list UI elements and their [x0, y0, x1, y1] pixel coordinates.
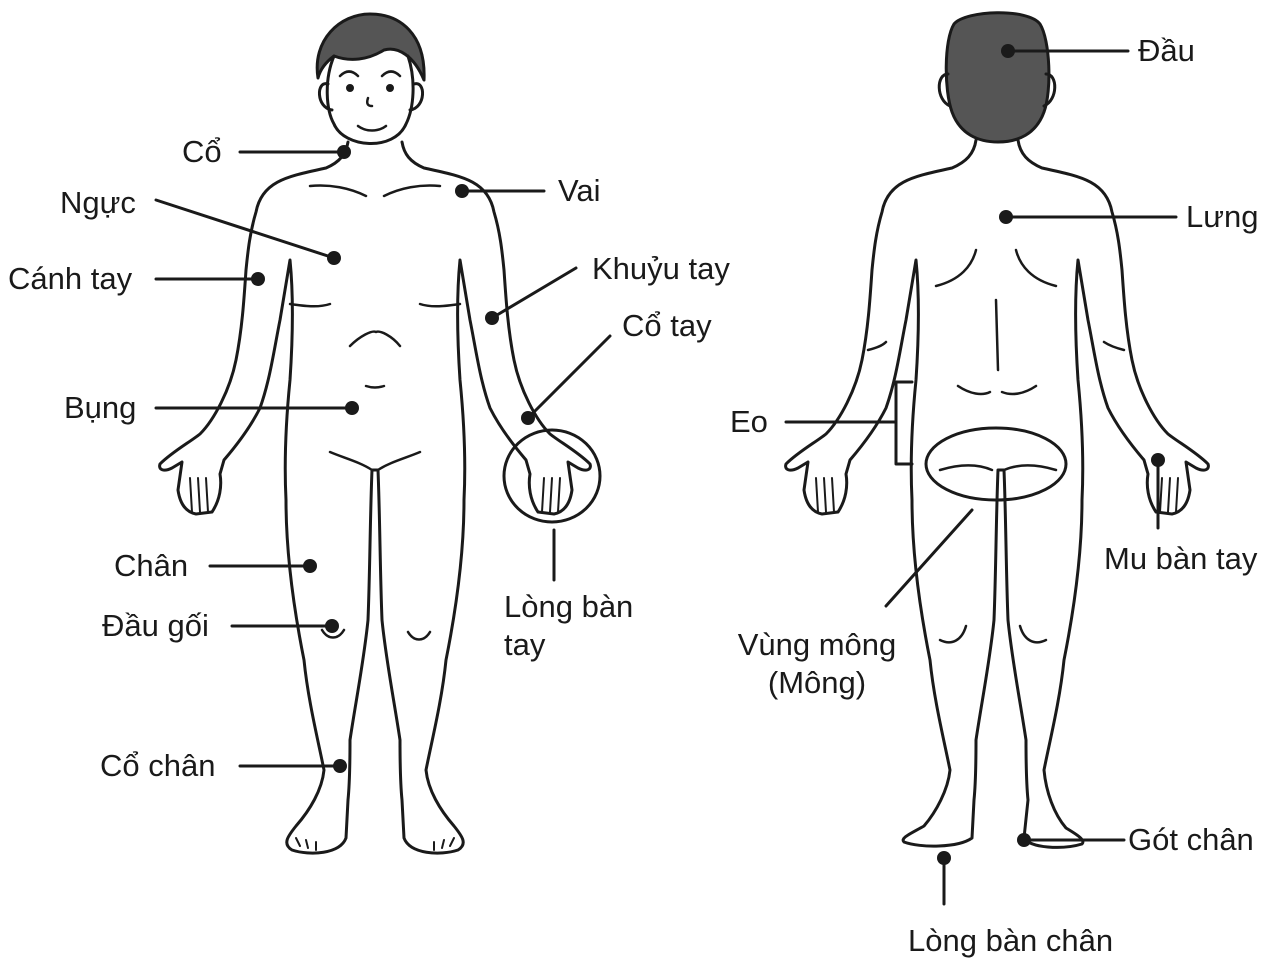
front-pecs: [290, 304, 460, 306]
front-fingers-right: [542, 478, 560, 512]
dot-ankle: [333, 759, 347, 773]
back-spine: [996, 300, 998, 370]
marker-dots: [251, 44, 1165, 865]
label-palm-line2: tay: [504, 626, 545, 664]
front-groin: [330, 452, 420, 470]
front-figure: [160, 14, 600, 853]
label-waist: Eo: [730, 403, 768, 441]
front-toes: [296, 838, 454, 850]
label-knee: Đầu gối: [102, 607, 209, 645]
front-knee-caps: [322, 630, 430, 640]
dot-leg: [303, 559, 317, 573]
front-eye-right: [388, 86, 393, 91]
back-shoulder-blades: [936, 250, 1056, 286]
dot-chest: [327, 251, 341, 265]
dot-head: [1001, 44, 1015, 58]
label-palm-line1: Lòng bàn: [504, 588, 633, 626]
label-shoulder: Vai: [558, 172, 601, 210]
label-chest: Ngực: [60, 184, 136, 222]
front-eye-left: [348, 86, 353, 91]
label-wrist: Cổ tay: [622, 307, 712, 345]
back-fingers-left: [816, 478, 834, 512]
back-head: [946, 13, 1049, 142]
label-neck: Cổ: [182, 133, 222, 171]
waist-bracket: [896, 382, 912, 464]
back-lower-back: [958, 386, 1036, 394]
dot-heel: [1017, 833, 1031, 847]
dot-upper-arm: [251, 272, 265, 286]
dot-sole: [937, 851, 951, 865]
back-fingers-right: [1160, 478, 1178, 512]
label-sole: Lòng bàn chân: [908, 922, 1113, 960]
label-buttocks-line1: Vùng mông: [726, 626, 908, 664]
dot-knee: [325, 619, 339, 633]
dot-back: [999, 210, 1013, 224]
label-upper-arm: Cánh tay: [8, 260, 132, 298]
front-fingers-left: [190, 478, 208, 512]
front-abs: [350, 332, 400, 388]
label-head: Đầu: [1138, 32, 1195, 70]
label-buttocks-line2: (Mông): [726, 664, 908, 702]
dot-abdomen: [345, 401, 359, 415]
label-leg: Chân: [114, 547, 188, 585]
dot-back-of-hand: [1151, 453, 1165, 467]
dot-elbow: [485, 311, 499, 325]
label-back: Lưng: [1186, 198, 1258, 236]
back-body-outline: [786, 140, 1209, 847]
label-ankle: Cổ chân: [100, 747, 215, 785]
dot-wrist: [521, 411, 535, 425]
front-face: [340, 72, 400, 131]
front-body-outline: [160, 142, 591, 853]
front-palm-circle: [504, 430, 600, 522]
front-hair: [317, 14, 424, 80]
label-abdomen: Bụng: [64, 389, 136, 427]
front-collarbones: [310, 185, 440, 196]
dot-shoulder: [455, 184, 469, 198]
front-ear-left: [319, 84, 332, 110]
dot-neck: [337, 145, 351, 159]
back-figure: [786, 13, 1209, 848]
label-back-of-hand: Mu bàn tay: [1104, 540, 1257, 578]
label-elbow: Khuỷu tay: [592, 250, 730, 288]
label-heel: Gót chân: [1128, 821, 1254, 859]
leader-lines: [156, 51, 1176, 904]
